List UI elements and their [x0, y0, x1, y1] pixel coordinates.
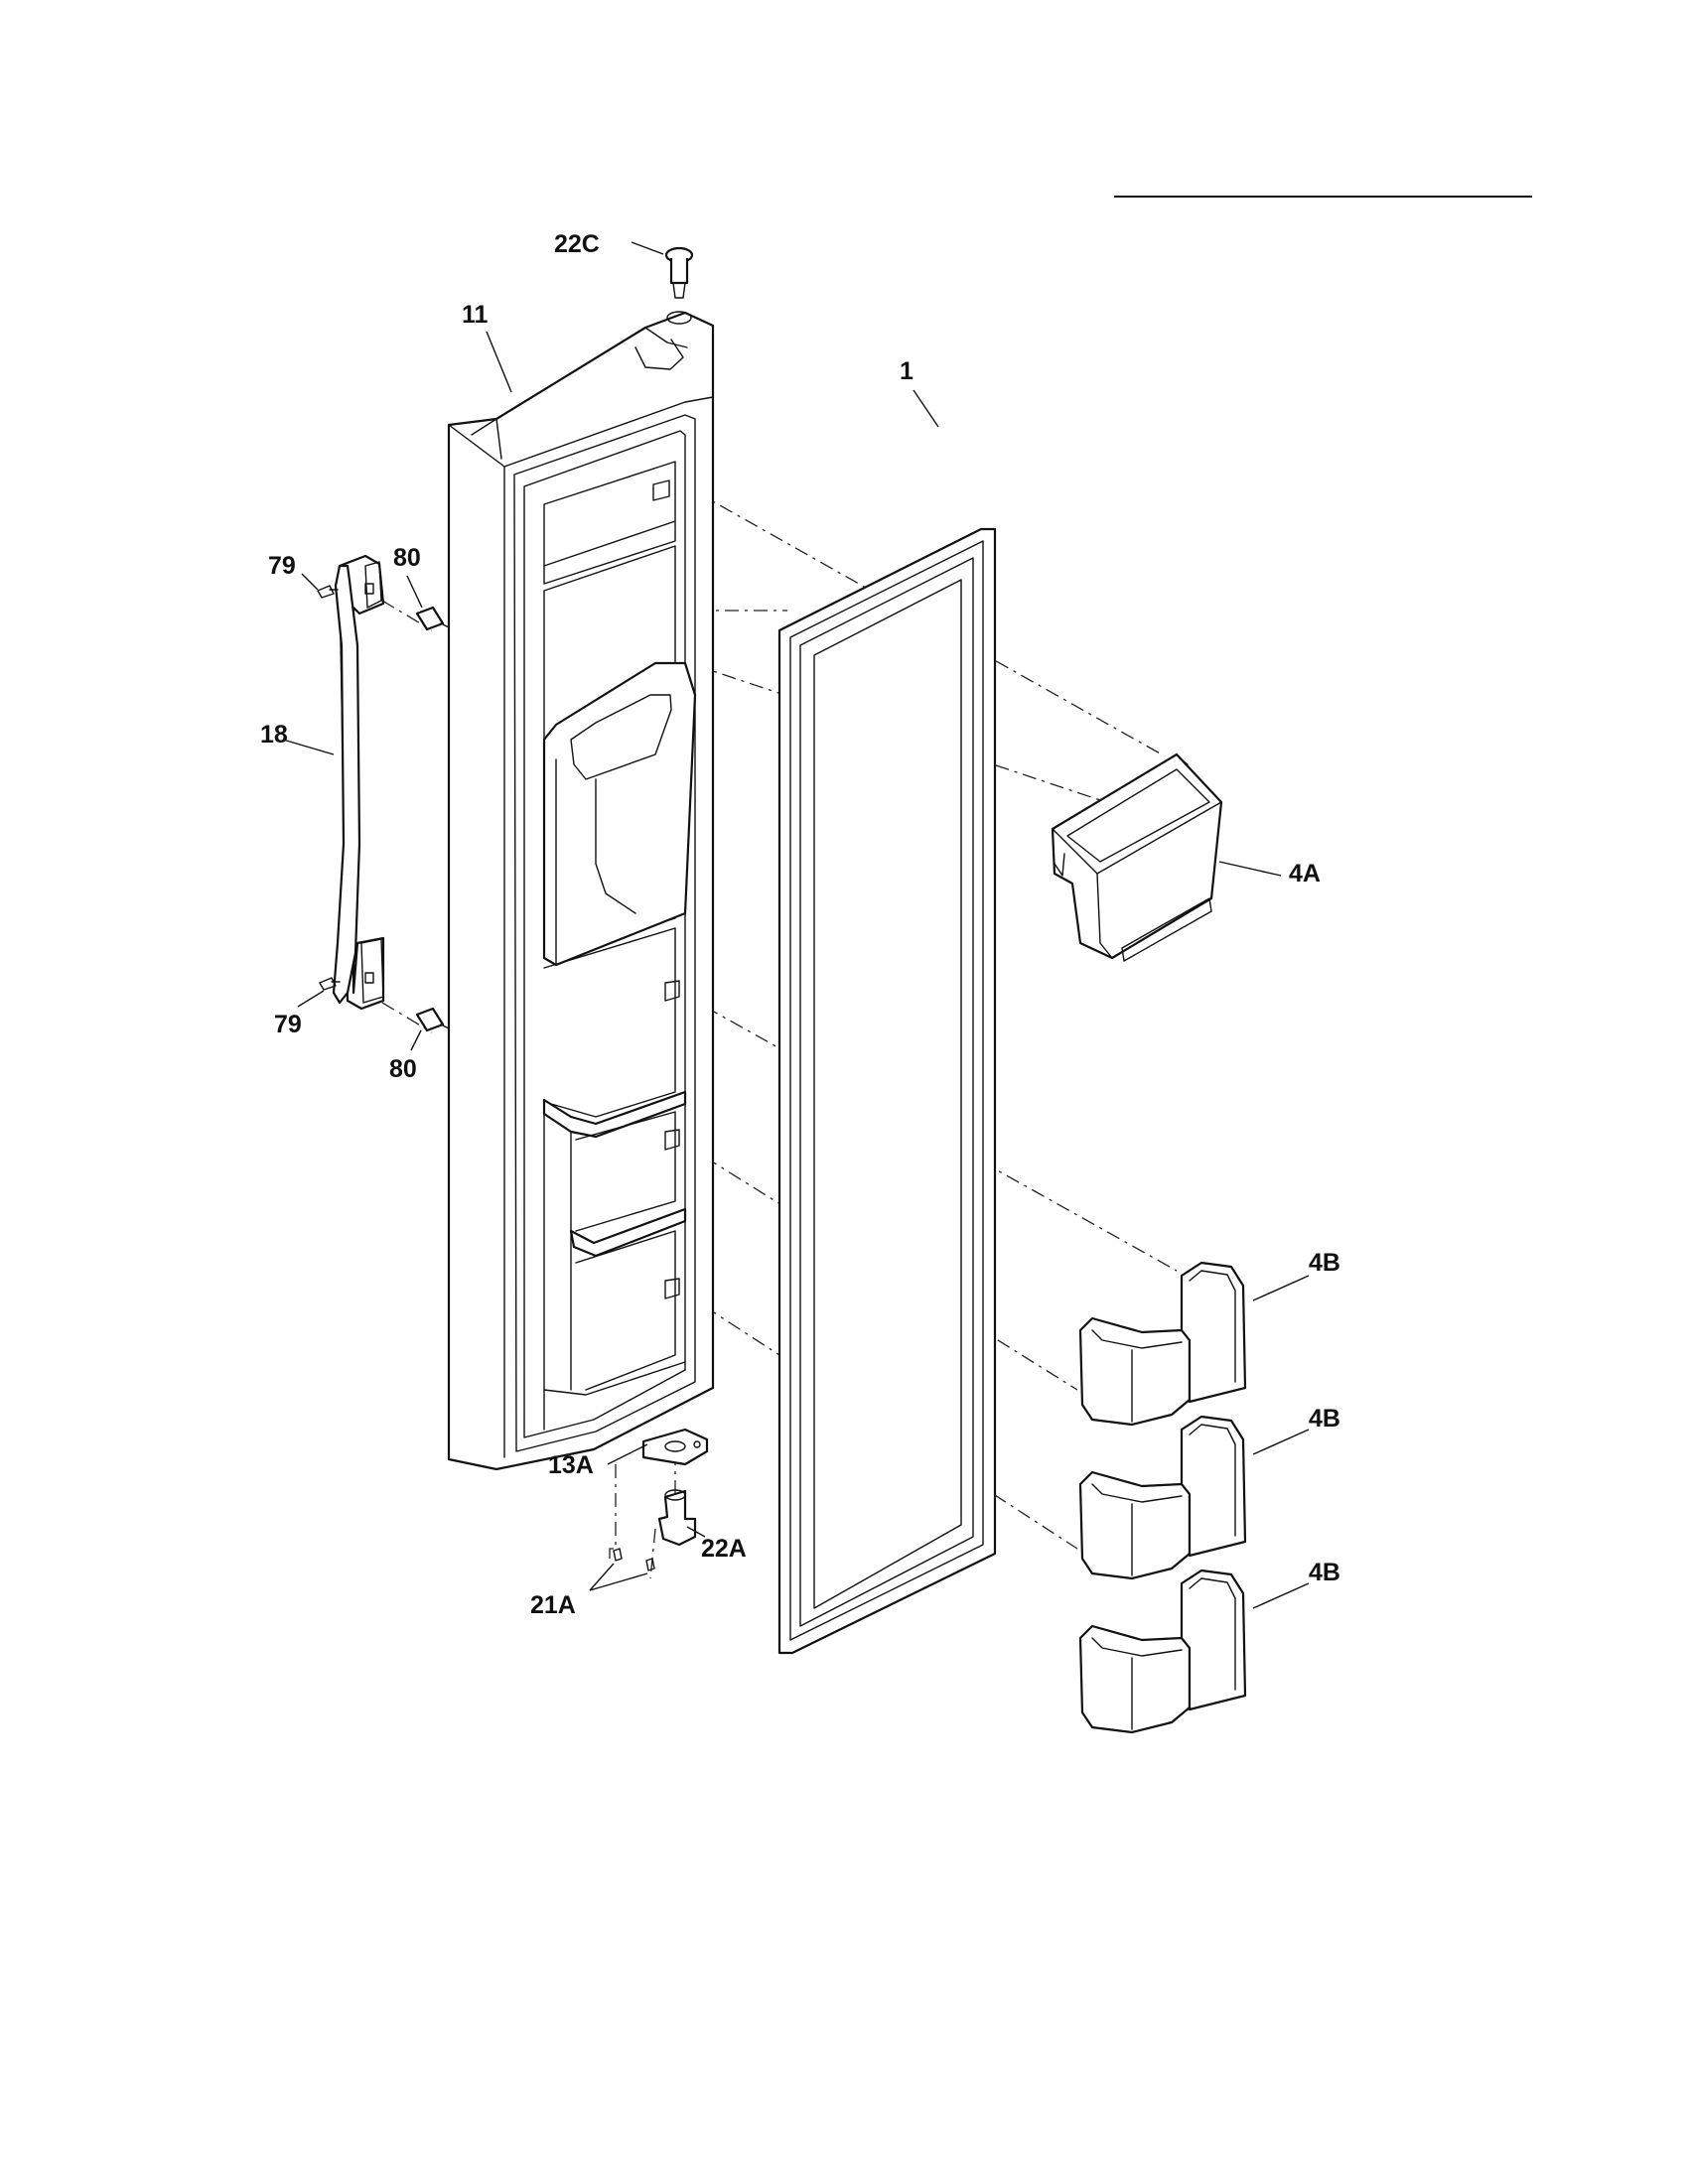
callout-4B-1: 4B [1309, 1249, 1340, 1277]
callout-1: 1 [900, 357, 914, 385]
screw-79-bottom [297, 977, 341, 1008]
leader-1 [913, 389, 939, 428]
callout-22C: 22C [554, 230, 600, 258]
callout-13A: 13A [548, 1451, 594, 1479]
door-bin-4B-3 [1078, 1569, 1310, 1734]
callout-11: 11 [462, 301, 489, 329]
callout-79-top: 79 [268, 552, 296, 580]
spacer-80-top [406, 575, 450, 631]
callout-4B-2: 4B [1309, 1405, 1340, 1433]
door-bin-4B-2 [1078, 1415, 1310, 1580]
callout-22A: 22A [701, 1535, 747, 1563]
door-gasket-1 [777, 527, 997, 1655]
bracket-13A [607, 1428, 709, 1466]
callout-80-top: 80 [393, 544, 421, 572]
leader-79-top [301, 573, 319, 591]
ice-bucket-4A [1051, 752, 1282, 962]
door-bin-4B-1 [1078, 1261, 1310, 1427]
handle-18 [282, 554, 385, 1011]
center-post-22C [631, 241, 694, 299]
leader-11 [486, 331, 512, 393]
screws-21A [589, 1548, 655, 1591]
callout-80-bottom: 80 [389, 1055, 417, 1083]
callout-79-bottom: 79 [274, 1011, 302, 1038]
screw-79-top [317, 585, 339, 599]
spacer-80-bottom [410, 1007, 450, 1051]
actuator-22A [657, 1489, 706, 1547]
callout-4B-3: 4B [1309, 1559, 1340, 1586]
callout-4A: 4A [1289, 860, 1321, 887]
door-assembly-11 [447, 311, 715, 1471]
callout-21A: 21A [530, 1591, 576, 1619]
callout-18: 18 [260, 721, 288, 749]
